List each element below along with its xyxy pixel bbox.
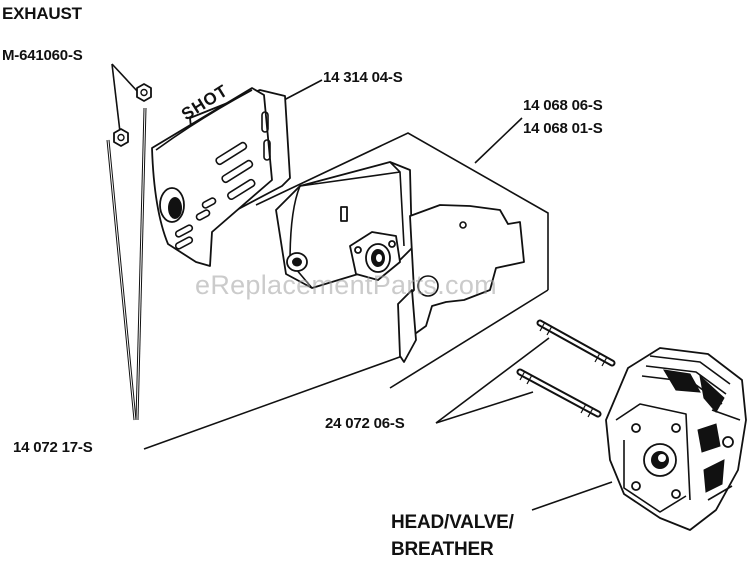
part-label-shield[interactable]: 14 314 04-S — [323, 69, 403, 86]
muffler — [275, 161, 413, 289]
heat-shield — [151, 87, 291, 267]
bolt-top — [536, 319, 616, 367]
part-label-bolt[interactable]: 24 072 06-S — [325, 415, 405, 432]
muffler-group-bracket-top — [255, 132, 549, 290]
watermark: eReplacementParts.com — [195, 270, 497, 300]
bolt-parts — [516, 319, 616, 418]
leader-head — [531, 481, 613, 511]
nut-top — [136, 83, 152, 102]
nut-bottom — [113, 128, 129, 147]
cylinder-head — [605, 347, 747, 531]
nut-parts — [113, 83, 152, 147]
leader-bolt-top — [435, 337, 550, 424]
leader-nut-bottom — [111, 63, 121, 133]
part-label-head-line1[interactable]: HEAD/VALVE/ — [391, 512, 514, 533]
part-label-stud[interactable]: 14 072 17-S — [13, 439, 93, 456]
part-label-nut[interactable]: M-641060-S — [2, 47, 83, 64]
leader-shield — [283, 79, 323, 101]
stud-parts — [106, 107, 147, 421]
leader-stud — [143, 353, 409, 450]
leader-lines — [111, 63, 613, 511]
leader-bolt-bottom — [435, 391, 534, 424]
bolt-bottom — [516, 368, 602, 418]
leader-nut-top — [111, 63, 139, 93]
heat-plate — [397, 289, 417, 363]
leader-muffler — [474, 117, 523, 164]
muffler-group-bracket-bottom — [389, 289, 549, 389]
part-label-muffler-a[interactable]: 14 068 06-S — [523, 97, 603, 114]
part-label-head-line2[interactable]: BREATHER — [391, 539, 494, 560]
part-label-muffler-b[interactable]: 14 068 01-S — [523, 120, 603, 137]
diagram-title: EXHAUST — [2, 4, 82, 23]
